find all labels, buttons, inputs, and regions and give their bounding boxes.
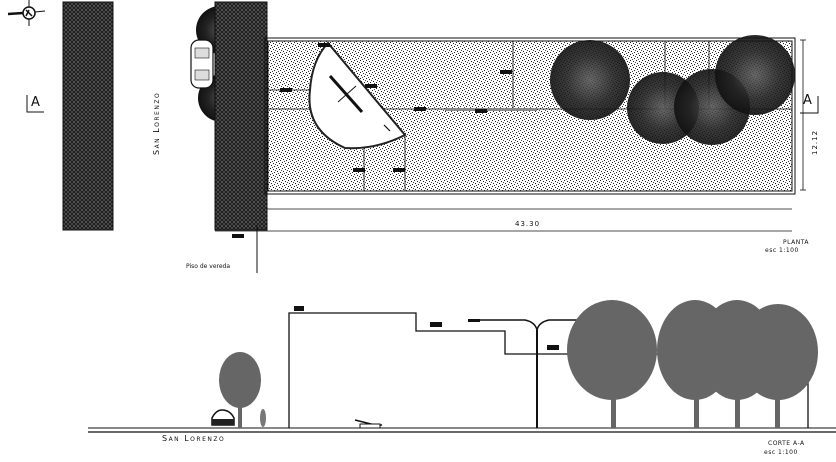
sidewalk-band [214, 1, 268, 231]
street-label-section: San Lorenzo [162, 434, 226, 443]
north-arrow-icon [7, 0, 46, 26]
person-figure [260, 409, 266, 427]
section-scale: esc 1:100 [764, 449, 798, 456]
section-marker-right [800, 96, 819, 114]
dimension-width-label: 12.12 [811, 129, 819, 155]
section-marker-left [26, 95, 44, 113]
plaza-trees-plan [550, 35, 795, 145]
dimension-length [215, 208, 792, 273]
section-marker-left-letter: A [31, 95, 41, 110]
car-section [211, 409, 235, 426]
trees-section [219, 300, 818, 428]
street-label-plan: San Lorenzo [152, 91, 161, 155]
plan-scale: esc 1:100 [765, 247, 799, 254]
section-title: CORTE A-A [768, 440, 805, 447]
section-marker-right-letter: A [803, 93, 813, 108]
street-band-left [62, 1, 114, 231]
dimension-width [800, 39, 806, 191]
dimension-length-label: 43.30 [515, 220, 541, 228]
sidewalk-note: Piso de vereda [186, 263, 231, 270]
plan-title: PLANTA [783, 239, 809, 246]
section-ground [88, 427, 836, 433]
